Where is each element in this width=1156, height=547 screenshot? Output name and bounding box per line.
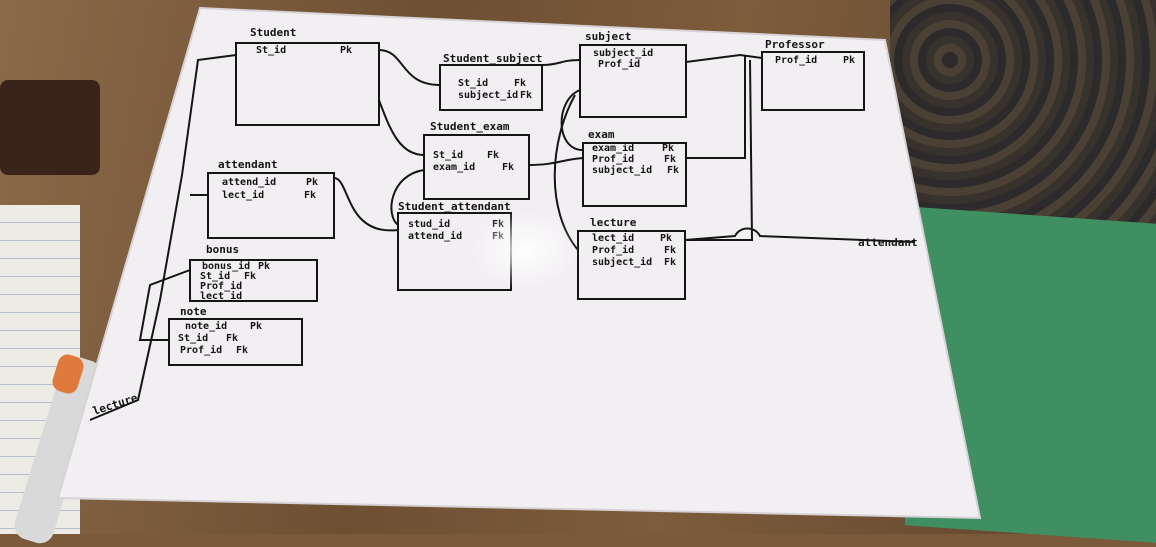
field-sa-stud-id: stud_id	[408, 219, 451, 230]
field-student-st-id: St_id	[256, 45, 287, 56]
key-exam-subject-id: Fk	[667, 165, 680, 176]
key-ss-subject-id: Fk	[520, 90, 533, 101]
line-student-studentsubject	[378, 49, 441, 86]
field-note-note-id: note_id	[185, 321, 228, 332]
field-se-st-id: St_id	[433, 150, 464, 161]
title-professor: Professor	[765, 38, 825, 51]
field-ss-st-id: St_id	[458, 78, 489, 89]
key-exam-exam-id: Pk	[662, 143, 675, 154]
title-student-exam: Student_exam	[430, 120, 510, 133]
field-subject-subject-id: subject_id	[593, 48, 654, 59]
line-subject-professor	[685, 53, 763, 63]
field-note-prof-id: Prof_id	[180, 345, 223, 356]
key-attendant-attend-id: Pk	[306, 177, 319, 188]
title-lecture: lecture	[590, 216, 637, 229]
key-professor-prof-id: Pk	[843, 55, 856, 66]
line-bonus-left	[138, 269, 191, 341]
field-se-exam-id: exam_id	[433, 162, 476, 173]
line-student-studentexam	[378, 99, 425, 156]
field-lecture-subject-id: subject_id	[592, 257, 653, 268]
line-studentexam-exam	[528, 157, 584, 166]
line-professor-lecture	[686, 59, 754, 241]
field-note-st-id: St_id	[178, 333, 209, 344]
box-exam	[582, 142, 687, 207]
line-student-left-bus	[89, 54, 237, 421]
box-student	[235, 42, 380, 126]
table-boxes	[168, 42, 865, 366]
box-professor	[761, 51, 865, 111]
field-bonus-bonus-id: bonus_id	[202, 261, 251, 272]
key-lecture-lect-id: Pk	[660, 233, 673, 244]
line-studentsubject-subject	[541, 59, 581, 66]
light-glare	[470, 210, 580, 290]
key-se-st-id: Fk	[487, 150, 500, 161]
title-subject: subject	[585, 30, 632, 43]
line-lecture-attendant	[684, 227, 916, 243]
field-professor-prof-id: Prof_id	[775, 55, 818, 66]
key-note-st-id: Fk	[226, 333, 239, 344]
field-bonus-prof-id: Prof_id	[200, 281, 243, 292]
key-bonus-bonus-id: Pk	[258, 261, 271, 272]
line-studentexam-studentattendant	[390, 169, 425, 226]
field-exam-subject-id: subject_id	[592, 165, 653, 176]
line-attendant-studentattendant	[333, 177, 399, 232]
box-subject	[579, 44, 687, 118]
whiteboard-sheet	[56, 6, 982, 520]
title-bonus: bonus	[206, 243, 240, 256]
leather-pad	[0, 80, 100, 175]
key-bonus-st-id: Fk	[244, 271, 257, 282]
field-exam-exam-id: exam_id	[592, 143, 635, 154]
title-student: Student	[250, 26, 297, 39]
field-lecture-prof-id: Prof_id	[592, 245, 635, 256]
field-attendant-attend-id: attend_id	[222, 177, 277, 188]
title-student-attendant: Student_attendant	[398, 200, 511, 213]
key-attendant-lect-id: Fk	[304, 190, 317, 201]
relationship-lines	[89, 49, 916, 421]
box-student-exam	[423, 134, 530, 200]
field-bonus-lect-id: lect_id	[200, 291, 243, 302]
line-label-attendant: attendant	[858, 236, 918, 249]
key-ss-st-id: Fk	[514, 78, 527, 89]
box-note	[168, 318, 303, 366]
key-note-prof-id: Fk	[236, 345, 249, 356]
key-note-note-id: Pk	[250, 321, 263, 332]
field-ss-subject-id: subject_id	[458, 90, 519, 101]
field-bonus-st-id: St_id	[200, 271, 231, 282]
box-bonus	[189, 259, 318, 302]
title-note: note	[180, 305, 207, 318]
title-attendant: attendant	[218, 158, 278, 171]
field-sa-attend-id: attend_id	[408, 231, 463, 242]
title-student-subject: Student_subject	[443, 52, 543, 65]
field-attendant-lect-id: lect_id	[222, 190, 265, 201]
box-attendant	[207, 172, 335, 239]
key-lecture-prof-id: Fk	[664, 245, 677, 256]
field-lecture-lect-id: lect_id	[592, 233, 635, 244]
title-exam: exam	[588, 128, 615, 141]
line-professor-exam	[686, 55, 746, 159]
key-student-st-id: Pk	[340, 45, 353, 56]
key-lecture-subject-id: Fk	[664, 257, 677, 268]
field-subject-prof-id: Prof_id	[598, 59, 641, 70]
key-se-exam-id: Fk	[502, 162, 515, 173]
box-lecture	[577, 230, 686, 300]
key-exam-prof-id: Fk	[664, 154, 677, 165]
field-exam-prof-id: Prof_id	[592, 154, 635, 165]
box-student-subject	[439, 64, 543, 111]
